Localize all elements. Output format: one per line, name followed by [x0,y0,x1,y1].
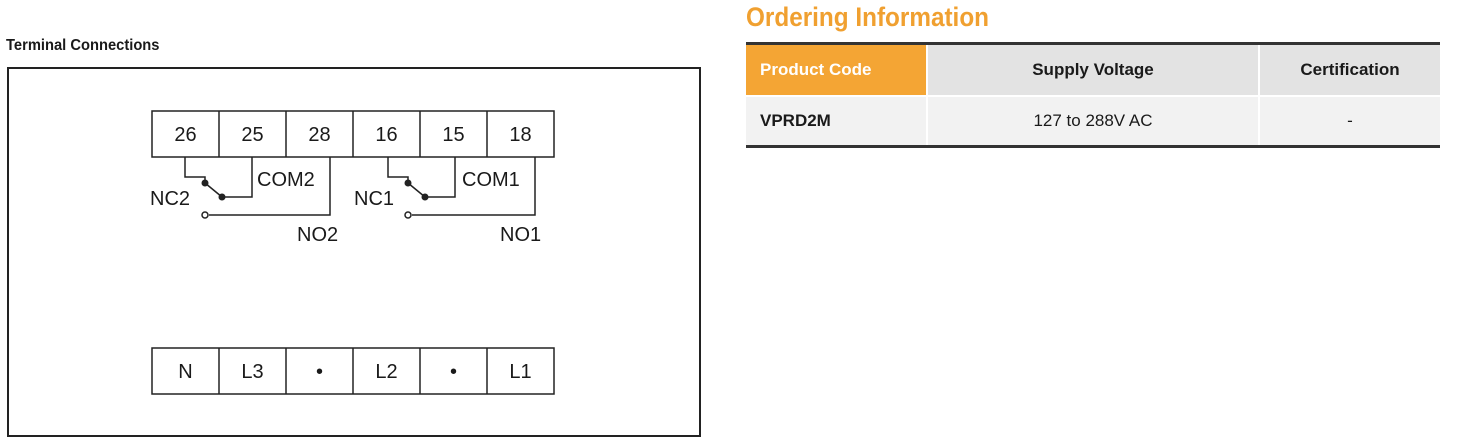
terminal-dot: • [450,361,457,383]
com1-label: COM1 [462,169,520,191]
terminal-label: L1 [509,361,531,383]
terminal-label: N [178,361,192,383]
terminal-number: 26 [174,124,196,146]
header-certification: Certification [1259,43,1440,96]
nc1-label: NC1 [354,188,394,210]
relay-2-contact [184,157,331,219]
terminal-number: 15 [442,124,464,146]
terminal-number: 18 [509,124,531,146]
header-product-code: Product Code [746,43,928,96]
cell-product-code: VPRD2M [746,95,928,147]
ordering-information-title: Ordering Information [746,2,989,32]
table-row: VPRD2M 127 to 288V AC - [746,95,1440,147]
ordering-table: Product Code Supply Voltage Certificatio… [746,42,1440,148]
terminal-number: 16 [375,124,397,146]
terminal-number: 28 [308,124,330,146]
terminal-number: 25 [241,124,263,146]
terminal-connections-title: Terminal Connections [6,37,160,54]
com2-label: COM2 [257,169,315,191]
terminal-label: L3 [241,361,263,383]
top-terminal-block: 26 25 28 16 15 18 [151,110,555,158]
relay-1-contact [387,157,536,219]
table-header-row: Product Code Supply Voltage Certificatio… [746,43,1440,96]
diagram-frame [7,67,701,437]
terminal-diagram: 26 25 28 16 15 18 NC2 COM2 NO2 NC1 COM1 … [7,67,701,437]
cell-certification: - [1259,95,1440,147]
bottom-terminal-block: N L3 • L2 • L1 [151,347,555,395]
no2-label: NO2 [297,224,338,246]
terminal-label: L2 [375,361,397,383]
header-supply-voltage: Supply Voltage [927,43,1260,96]
nc2-label: NC2 [150,188,190,210]
terminal-dot: • [316,361,323,383]
cell-supply-voltage: 127 to 288V AC [927,95,1260,147]
no1-label: NO1 [500,224,541,246]
